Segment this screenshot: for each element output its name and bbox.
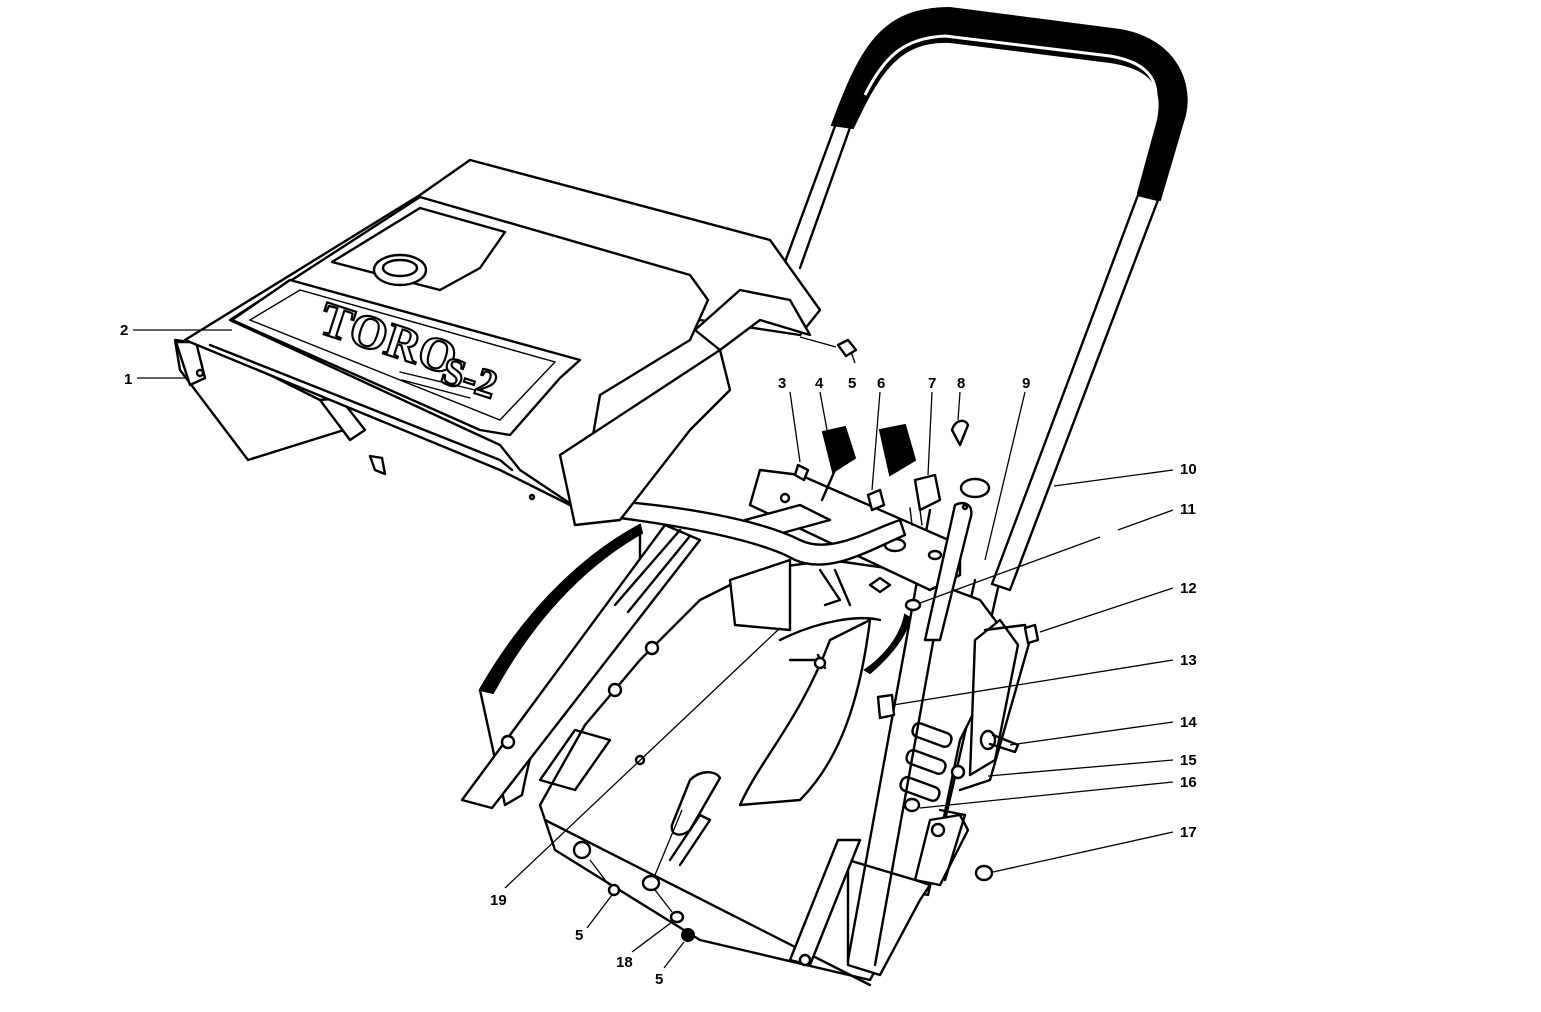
callout-11: 11	[1180, 501, 1196, 518]
callout-3: 3	[778, 375, 786, 392]
callout-12: 12	[1180, 580, 1197, 597]
callout-9: 9	[1022, 375, 1030, 392]
callout-1: 1	[124, 371, 132, 388]
part-5-nut-top	[836, 338, 858, 358]
handle-grip	[830, 6, 1188, 202]
callout-2: 2	[120, 322, 128, 339]
callout-14: 14	[1180, 714, 1197, 731]
part-6-key	[878, 423, 917, 477]
callout-19: 19	[490, 892, 507, 909]
part-3-screw	[793, 463, 810, 482]
bottom-bolt-mid	[641, 874, 661, 892]
part-4-knob	[821, 425, 857, 474]
callout-6: 6	[877, 375, 885, 392]
part-17-screw	[974, 864, 994, 882]
part-5-nut-left	[607, 883, 621, 897]
callout-5-bottom: 5	[655, 971, 663, 988]
part-11-grommet	[904, 598, 922, 612]
part-16-nut	[903, 797, 921, 813]
callout-15: 15	[1180, 752, 1197, 769]
callout-18: 18	[616, 954, 633, 971]
part-13-fastener	[876, 693, 896, 720]
leader-lines	[133, 329, 1174, 969]
callout-13: 13	[1180, 652, 1197, 669]
primer-knob	[959, 477, 991, 499]
callout-5-left: 5	[575, 927, 583, 944]
callout-10: 10	[1180, 461, 1197, 478]
bottom-bolt-left	[572, 840, 592, 860]
part-7-switch	[913, 473, 942, 512]
decal-plate	[230, 278, 582, 437]
part-14-bolt	[979, 729, 997, 751]
small-parts	[572, 338, 1040, 942]
callout-17: 17	[1180, 824, 1197, 841]
callout-8: 8	[957, 375, 965, 392]
part-5-nut-bottom	[681, 928, 695, 942]
callout-4: 4	[815, 375, 824, 392]
part-12-clip	[1023, 623, 1040, 645]
hood-assembly: TORO S-2	[173, 158, 822, 527]
callout-labels: 1 2 3 4 5 6 7 8 9 10 11 12 13 14 15 16 1…	[120, 322, 1197, 988]
part-8-key	[950, 419, 970, 447]
callout-7: 7	[928, 375, 936, 392]
part-18-washer	[669, 910, 685, 924]
control-panel	[594, 468, 973, 642]
callout-5-top: 5	[848, 375, 856, 392]
callout-16: 16	[1180, 774, 1197, 791]
frame-housing	[460, 508, 1032, 987]
